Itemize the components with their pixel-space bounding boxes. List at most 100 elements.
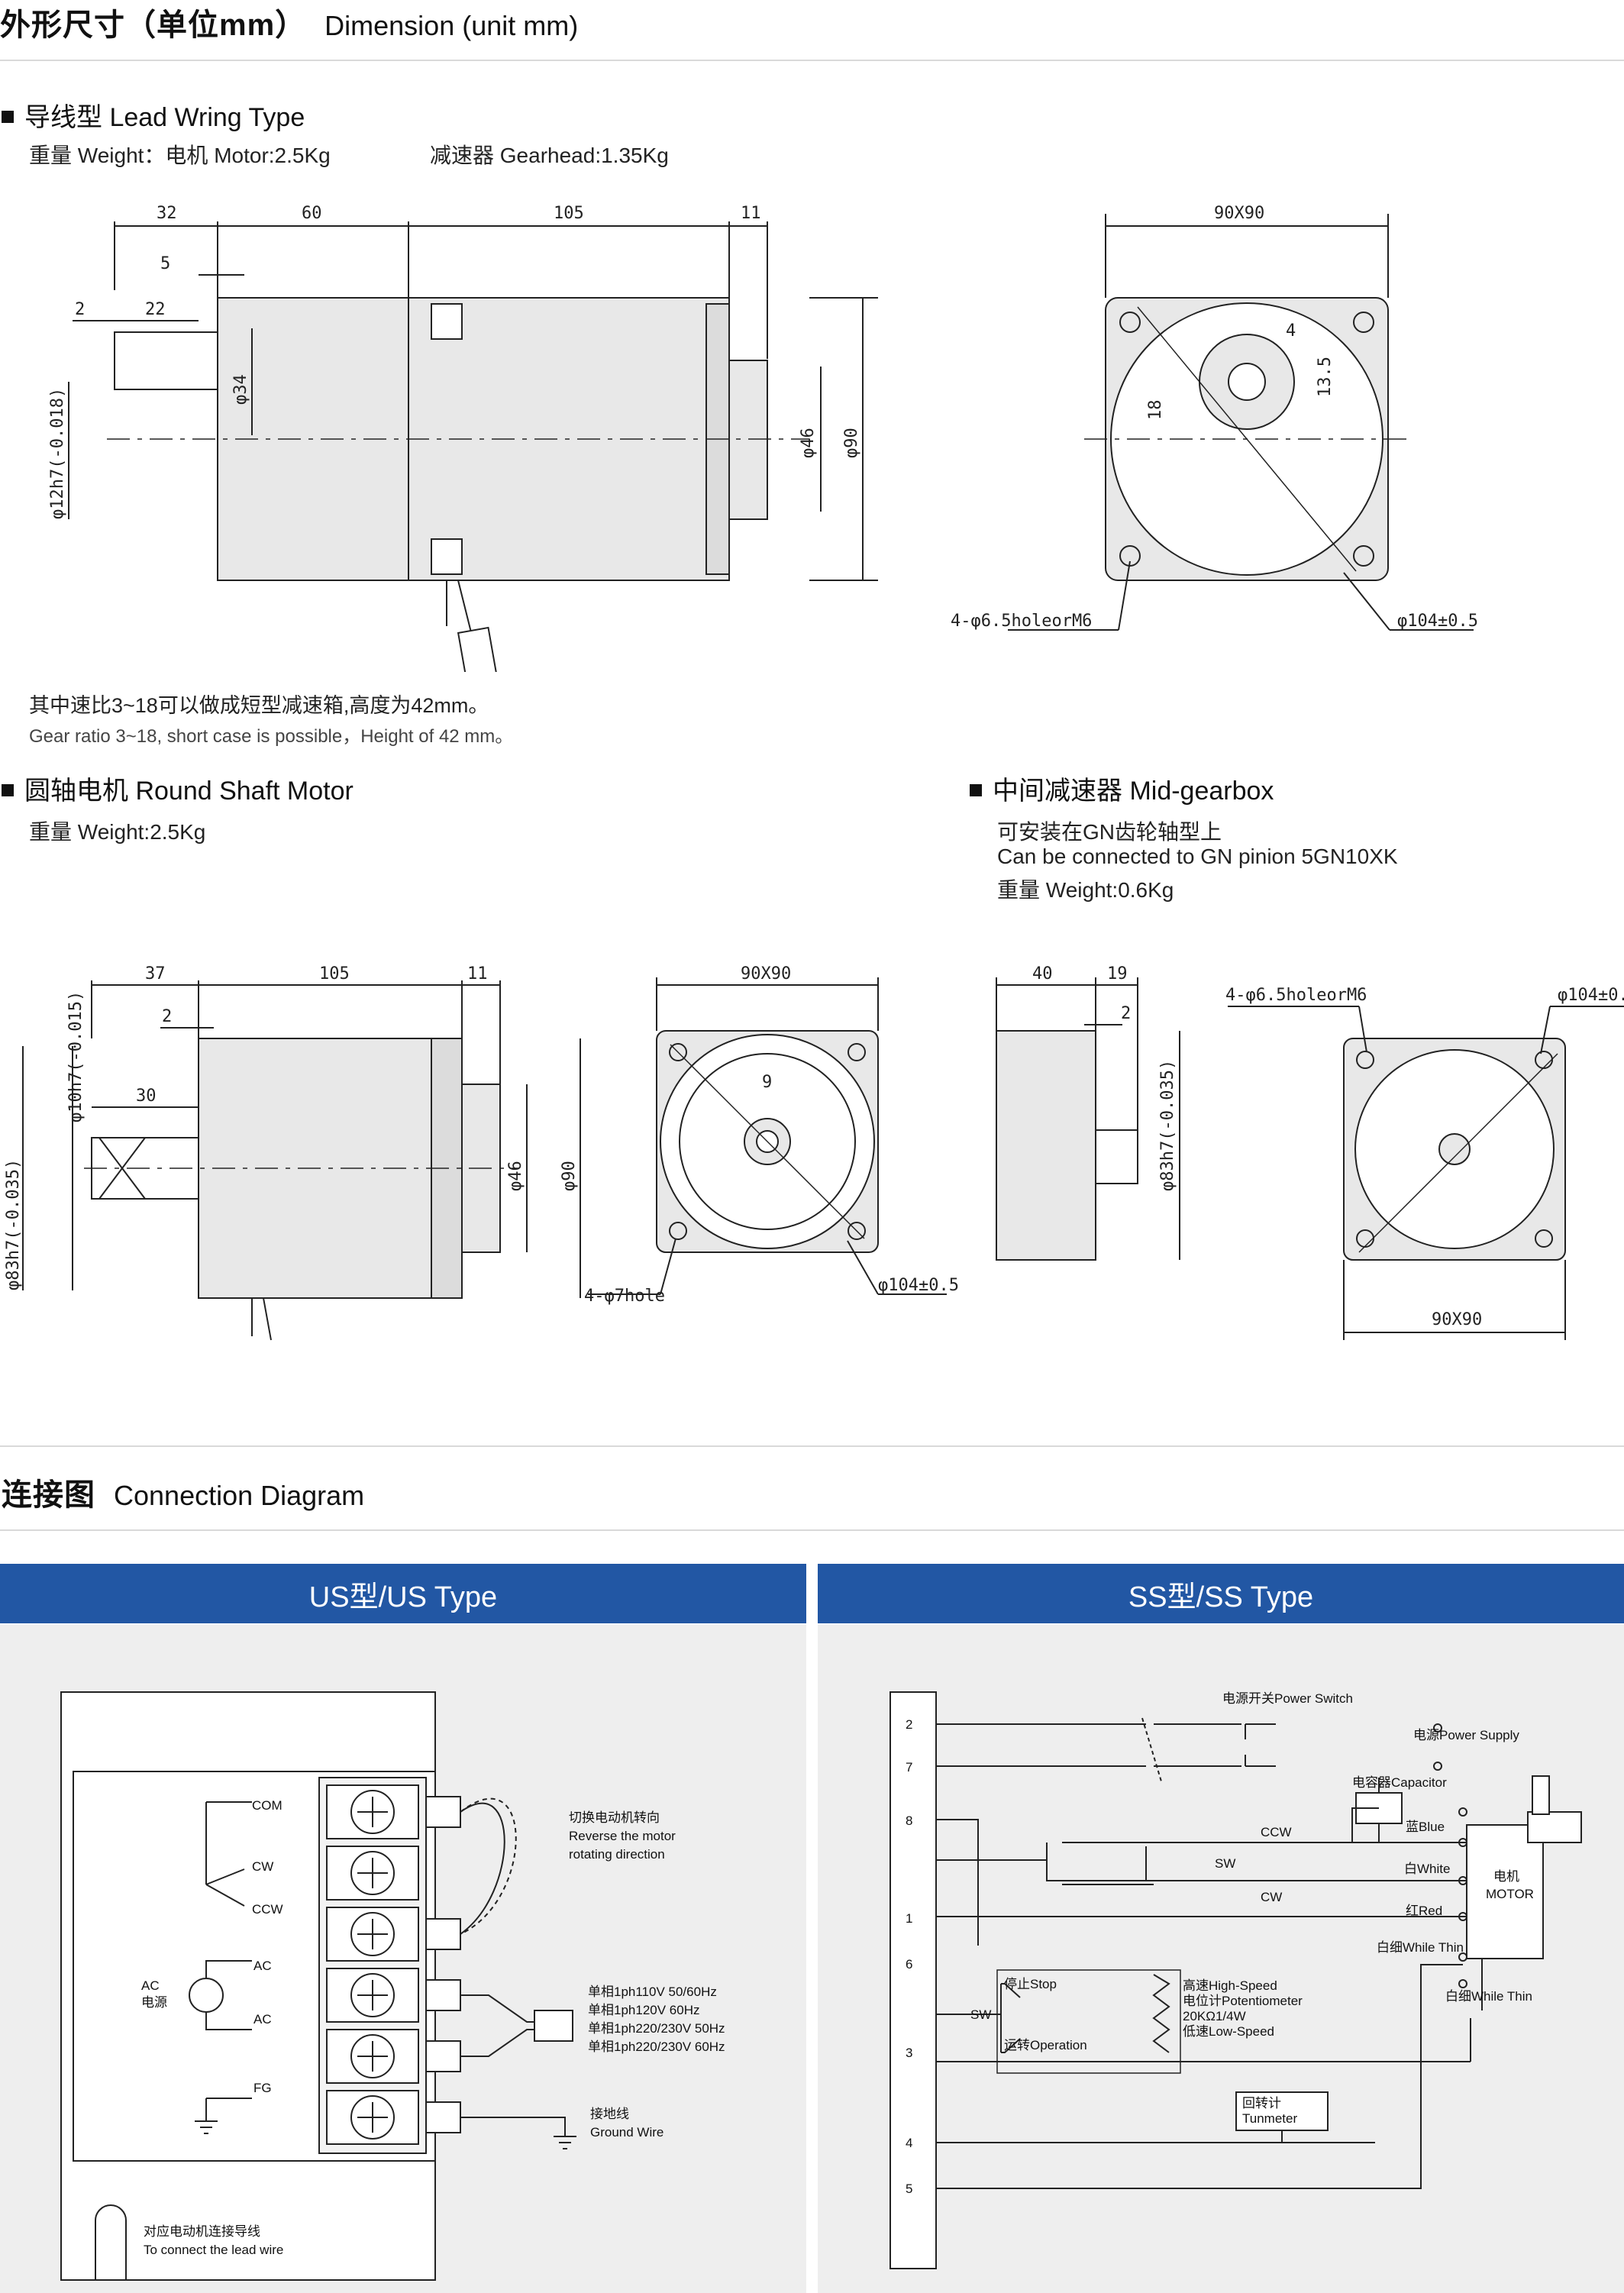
- note-en: Gear ratio 3~18, short case is possible，…: [29, 726, 514, 747]
- label-ac1: AC: [253, 1959, 272, 1973]
- dim-phi90: φ90: [560, 1161, 579, 1191]
- dim-hole-mid: 4-φ6.5holeorM6: [1225, 986, 1367, 1005]
- bullet-icon: [970, 784, 982, 797]
- terminal-block: [326, 1784, 419, 2145]
- header-divider: [0, 60, 1624, 61]
- dim-18: 18: [1146, 400, 1165, 421]
- lead-type-title: 导线型 Lead Wring Type: [2, 96, 305, 134]
- dim-105: 105: [319, 964, 350, 983]
- ss-type-bar: SS型/SS Type: [818, 1564, 1624, 1623]
- label-reverse-en2: rotating direction: [569, 1847, 665, 1862]
- label-reverse-en1: Reverse the motor: [569, 1829, 676, 1843]
- dim-phi46: φ46: [506, 1161, 525, 1191]
- dim-60: 60: [302, 204, 322, 223]
- label-cw: CW: [1261, 1890, 1282, 1904]
- label-ground-cn: 接地线: [590, 2107, 629, 2121]
- terminal-1: 1: [906, 1911, 912, 1926]
- dim-37: 37: [145, 964, 166, 983]
- terminal-4: 4: [906, 2136, 912, 2150]
- terminal-3: 3: [906, 2046, 912, 2060]
- label-power-supply: 电源Power Supply: [1413, 1728, 1519, 1742]
- round-weight: 重量 Weight:2.5Kg: [29, 820, 206, 844]
- terminal-2: 2: [906, 1717, 912, 1732]
- connection-divider: [0, 1529, 1624, 1531]
- dim-hole: 4-φ6.5holeorM6: [951, 612, 1092, 631]
- label-power-cn: 电源: [141, 1995, 167, 2010]
- dim-90x90-mid: 90X90: [1432, 1310, 1482, 1329]
- dim-90x90: 90X90: [1214, 204, 1264, 223]
- dim-13-5: 13.5: [1316, 357, 1335, 397]
- dim-pcd: φ104±0.5: [1397, 612, 1478, 631]
- label-white-thin2: 白细While Thin: [1445, 1989, 1532, 2004]
- dim-5: 5: [160, 254, 170, 273]
- lead-weight: 重量 Weight：电机 Motor:2.5Kg: [29, 144, 331, 167]
- us-type-bar: US型/US Type: [0, 1564, 806, 1623]
- label-sw: SW: [1215, 1856, 1235, 1871]
- dim-pilot-mid: φ83h7(-0.035): [1158, 1060, 1177, 1191]
- round-mid-drawings: 37 105 11 2 30 φ83h7(-0.035) φ10h7(-0.01…: [4, 964, 1624, 1341]
- terminal-7: 7: [906, 1760, 912, 1775]
- label-ccw: CCW: [252, 1902, 283, 1917]
- label-power1: 单相1ph110V 50/60Hz: [588, 1985, 717, 1999]
- dim-19: 19: [1107, 964, 1128, 983]
- label-red: 红Red: [1406, 1904, 1442, 1918]
- mid-weight: 重量 Weight:0.6Kg: [997, 878, 1174, 902]
- label-tach1: 回转计: [1242, 2096, 1281, 2111]
- dim-shaft: φ10h7(-0.015): [66, 991, 86, 1122]
- label-com: COM: [252, 1798, 283, 1813]
- ss-wiring-diagram: 2 7 8 1 6 3 4 5 电源开关Power Switch 电源Power…: [889, 1691, 1582, 2269]
- label-motor-en: MOTOR: [1486, 1887, 1534, 1901]
- dim-2b: 2: [1121, 1004, 1131, 1023]
- dim-22: 22: [145, 300, 166, 319]
- section-divider: [0, 1445, 1624, 1447]
- bullet-icon: [2, 111, 14, 124]
- label-pot3: 20KΩ1/4W: [1183, 2009, 1246, 2023]
- gearhead-weight: 减速器 Gearhead:1.35Kg: [430, 144, 669, 167]
- label-pot2: 电位计Potentiometer: [1183, 1994, 1303, 2008]
- dim-hole: 4-φ7hole: [584, 1287, 665, 1306]
- label-ac-power: AC: [141, 1978, 160, 1993]
- dim-shaft: φ12h7(-0.018): [48, 388, 67, 519]
- dim-phi46: φ46: [799, 428, 818, 458]
- dim-4: 4: [1286, 321, 1296, 341]
- label-sw2: SW: [970, 2007, 991, 2022]
- label-capacitor: 电容器Capacitor: [1352, 1775, 1447, 1790]
- label-lead-en: To connect the lead wire: [144, 2243, 283, 2257]
- shaft: [114, 331, 218, 390]
- dim-11: 11: [741, 204, 761, 223]
- dim-2: 2: [162, 1007, 172, 1026]
- label-stop: 停止Stop: [1004, 1977, 1057, 1991]
- label-ground-en: Ground Wire: [590, 2125, 663, 2140]
- note-cn: 其中速比3~18可以做成短型减速箱,高度为42mm。: [29, 694, 489, 717]
- title-en: Dimension (unit mm): [324, 10, 579, 41]
- dim-32: 32: [157, 204, 177, 223]
- mid-line2: Can be connected to GN pinion 5GN10XK: [997, 845, 1398, 868]
- dim-pcd-mid: φ104±0.5: [1558, 986, 1624, 1005]
- label-motor-cn: 电机: [1493, 1869, 1519, 1884]
- label-white: 白White: [1404, 1862, 1450, 1876]
- dim-2: 2: [75, 300, 85, 319]
- label-power3: 单相1ph220/230V 50Hz: [588, 2021, 725, 2036]
- title-cn: 外形尺寸（单位mm）: [0, 8, 307, 42]
- label-operation: 运转Operation: [1004, 2038, 1087, 2052]
- dim-phi34: φ34: [231, 374, 250, 405]
- dim-phi90: φ90: [842, 428, 861, 458]
- mid-gearbox-title: 中间减速器 Mid-gearbox: [970, 770, 1274, 807]
- dim-30: 30: [136, 1087, 157, 1106]
- dim-pilot: φ83h7(-0.035): [4, 1159, 23, 1290]
- lead-type-drawings: 32 60 105 11 5 2 22 φ34 φ46 φ90 φ12h7(-0…: [48, 204, 1478, 672]
- mid-line1: 可安装在GN齿轮轴型上: [997, 820, 1222, 844]
- page-title: 外形尺寸（单位mm） Dimension (unit mm): [0, 0, 578, 44]
- dim-105: 105: [554, 204, 584, 223]
- label-power-switch: 电源开关Power Switch: [1222, 1691, 1353, 1706]
- bullet-icon: [2, 784, 14, 797]
- label-blue: 蓝Blue: [1406, 1820, 1445, 1834]
- label-pot1: 高速High-Speed: [1183, 1978, 1277, 1993]
- label-white-thin1: 白细While Thin: [1377, 1940, 1464, 1955]
- label-lead-cn: 对应电动机连接导线: [144, 2224, 260, 2239]
- us-wiring-diagram: COM CW CCW AC AC AC 电源 FG 切换电动机转向 Revers…: [60, 1691, 725, 2281]
- label-tach2: Tunmeter: [1242, 2111, 1297, 2126]
- label-pot4: 低速Low-Speed: [1183, 2024, 1274, 2039]
- label-fg: FG: [253, 2081, 272, 2095]
